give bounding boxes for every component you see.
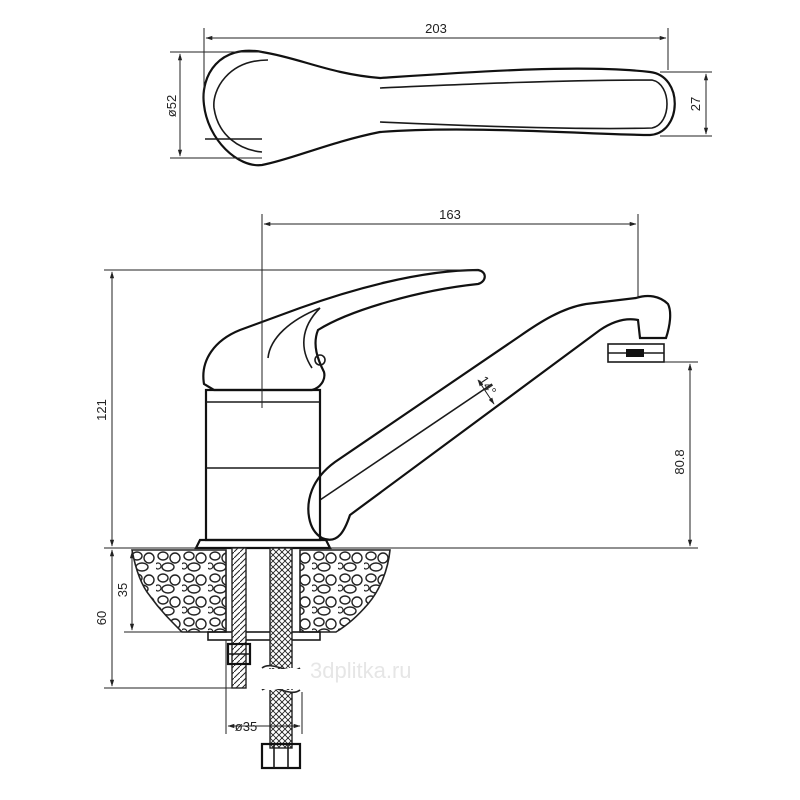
dimension-angle: 14° xyxy=(476,373,499,405)
mounting-washer xyxy=(207,631,321,641)
handle-diameter-label: ø52 xyxy=(164,95,179,117)
lever-outline xyxy=(202,268,486,392)
stone-left xyxy=(131,549,227,633)
mount-depth-label: 60 xyxy=(94,611,109,625)
body-cylinder xyxy=(204,388,322,542)
handle-outline xyxy=(202,49,676,167)
dimension-handle-diameter: ø52 xyxy=(164,51,262,159)
spout-outline xyxy=(307,294,672,541)
dimension-hole-diameter: ø35 xyxy=(225,640,303,734)
countertop xyxy=(131,549,391,641)
lever-screw xyxy=(314,354,326,366)
handle-inner-line xyxy=(213,59,668,153)
reach-label: 163 xyxy=(439,207,461,222)
dimension-handle-length: 203 xyxy=(203,21,669,100)
spout-height-label: 80.8 xyxy=(672,449,687,474)
dimension-height: 121 xyxy=(94,269,478,549)
aerator-outlet xyxy=(626,349,644,357)
lever-handle xyxy=(202,220,486,408)
dimension-spout-height: 80.8 xyxy=(330,361,698,549)
handle-width-label: 27 xyxy=(688,97,703,111)
body-base xyxy=(194,538,332,550)
hole-diameter-label: ø35 xyxy=(235,719,257,734)
dimension-handle-width: 27 xyxy=(660,71,712,137)
handle-length-label: 203 xyxy=(425,21,447,36)
dimension-reach: 163 xyxy=(261,207,639,298)
counter-label: 35 xyxy=(115,583,130,597)
stone-right xyxy=(299,549,391,633)
dimension-mount-depth: 60 xyxy=(94,549,246,689)
height-label: 121 xyxy=(94,399,109,421)
mounting-stud xyxy=(226,547,252,689)
spout-centerline xyxy=(319,383,493,501)
spout xyxy=(307,294,672,541)
handle-top-view xyxy=(202,49,676,167)
angle-label: 14° xyxy=(476,373,499,398)
dimension-counter-thickness: 35 xyxy=(115,551,182,633)
flex-hose xyxy=(260,547,302,770)
watermark: 3dplitka.ru xyxy=(310,658,412,683)
hose-nut xyxy=(260,742,302,770)
